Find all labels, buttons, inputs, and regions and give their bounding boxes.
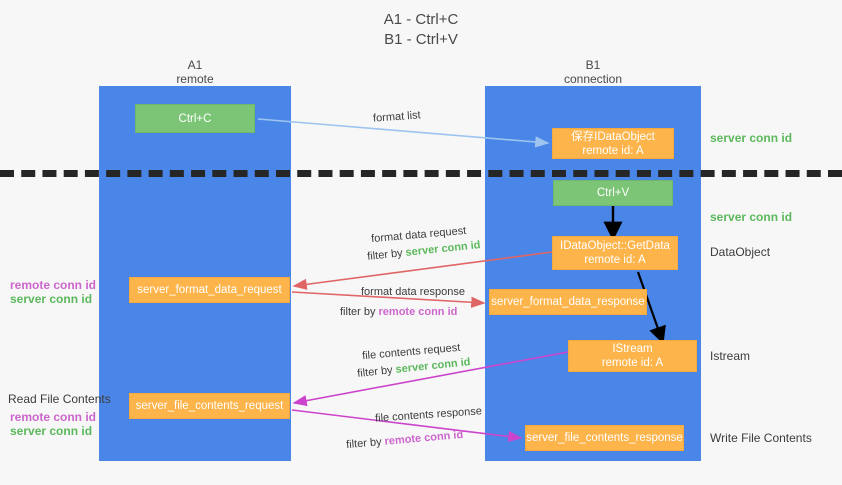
arrow-getdata-to-istream xyxy=(636,271,666,345)
annotation-server-conn-id-1: server conn id xyxy=(710,131,793,145)
arrow-file-contents-request xyxy=(292,351,569,407)
filter-prefix: filter by xyxy=(345,435,386,452)
annotation-server-conn-id-4: server conn id xyxy=(10,424,93,438)
annotation-server-conn-id-3: server conn id xyxy=(10,292,93,306)
node-server-file-contents-request-label: server_file_contents_request xyxy=(135,400,284,412)
node-server-format-data-request-label: server_format_data_request xyxy=(137,284,282,296)
node-ctrl-c-label: Ctrl+C xyxy=(178,112,212,125)
filter-token-remote-conn-id: remote conn id xyxy=(378,306,458,318)
arrow-format-data-request xyxy=(292,251,553,290)
edge-label-format-data-response-text: format data response xyxy=(361,286,465,298)
node-ctrl-v[interactable]: Ctrl+V xyxy=(553,180,673,206)
node-getdata-label: IDataObject::GetData xyxy=(560,240,670,252)
node-istream-label: IStream xyxy=(612,343,653,355)
node-server-format-data-response[interactable]: server_format_data_response xyxy=(489,289,647,315)
edge-label-format-data-response-filter: filter by remote conn id xyxy=(340,305,457,319)
edge-label-format-data-response: format data response xyxy=(361,285,465,299)
annotation-remote-conn-id-1: remote conn id xyxy=(10,278,97,292)
annotation-write-file-contents: Write File Contents xyxy=(710,431,812,445)
arrow-file-contents-response xyxy=(291,409,523,443)
node-save-idataobject-label: 保存IDataObject xyxy=(571,130,655,143)
node-ctrl-v-label: Ctrl+V xyxy=(596,187,630,199)
node-istream[interactable]: IStream remote id: A xyxy=(568,340,697,372)
lane-title-b1: B1 xyxy=(585,58,601,72)
lane-header-a1: A1 remote xyxy=(99,58,291,86)
node-istream-id: remote id: A xyxy=(601,357,664,369)
phase-divider xyxy=(0,170,842,177)
diagram-title: A1 - Ctrl+C B1 - Ctrl+V xyxy=(0,10,842,50)
node-getdata-id: remote id: A xyxy=(584,254,646,266)
arrow-format-data-response xyxy=(291,291,486,308)
lane-header-b1: B1 connection xyxy=(485,58,701,86)
title-line-2: B1 - Ctrl+V xyxy=(384,31,458,48)
lane-subtitle-a1: remote xyxy=(176,72,214,86)
edge-label-format-list-text: format list xyxy=(372,109,422,125)
annotation-server-conn-id-2: server conn id xyxy=(710,210,793,224)
node-server-file-contents-request[interactable]: server_file_contents_request xyxy=(129,393,290,419)
node-save-idataobject[interactable]: 保存IDataObject remote id: A xyxy=(552,128,674,159)
node-save-idataobject-id: remote id: A xyxy=(582,144,644,157)
title-line-1: A1 - Ctrl+C xyxy=(383,11,459,28)
annotation-remote-conn-id-2: remote conn id xyxy=(10,410,97,424)
filter-prefix: filter by xyxy=(340,306,379,318)
annotation-read-file-contents: Read File Contents xyxy=(8,392,111,406)
annotation-dataobject: DataObject xyxy=(710,245,771,259)
annotation-istream: Istream xyxy=(710,349,751,363)
node-server-file-contents-response-label: server_file_contents_response xyxy=(526,432,683,444)
lane-title-a1: A1 xyxy=(187,58,203,72)
node-ctrl-c[interactable]: Ctrl+C xyxy=(135,104,255,133)
node-idataobject-getdata[interactable]: IDataObject::GetData remote id: A xyxy=(552,236,678,270)
lane-subtitle-b1: connection xyxy=(563,72,623,86)
node-server-format-data-request[interactable]: server_format_data_request xyxy=(129,277,290,303)
arrow-format-list xyxy=(257,118,550,148)
node-server-format-data-response-label: server_format_data_response xyxy=(491,296,645,308)
node-server-file-contents-response[interactable]: server_file_contents_response xyxy=(525,425,684,451)
